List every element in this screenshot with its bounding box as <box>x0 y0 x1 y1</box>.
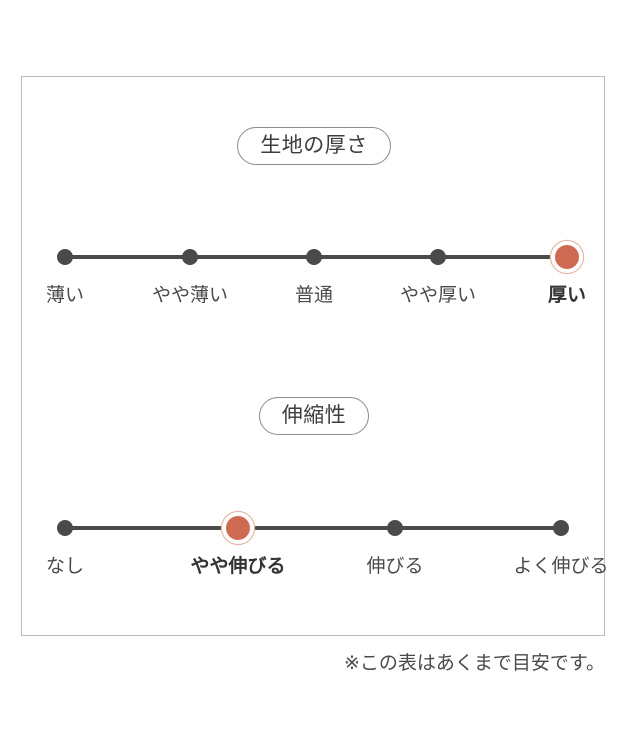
scale-label-thickness-3: 普通 <box>294 284 334 306</box>
scale-dot-thickness-3[interactable] <box>306 249 322 265</box>
scale-dot-thickness-4[interactable] <box>430 249 446 265</box>
scale-dot-stretch-1[interactable] <box>57 520 73 536</box>
scale-labels-thickness: 薄い やや薄い 普通 やや厚い 厚い <box>22 284 606 314</box>
scale-label-thickness-4: やや厚い <box>399 284 477 306</box>
scale-dot-thickness-5-active[interactable] <box>555 245 579 269</box>
scale-thickness: 薄い やや薄い 普通 やや厚い 厚い <box>22 202 606 312</box>
scale-label-thickness-1: 薄い <box>45 284 85 306</box>
scale-dots-stretch <box>22 473 606 583</box>
scale-label-stretch-2-active: やや伸びる <box>190 555 286 577</box>
scale-label-thickness-2: やや薄い <box>151 284 229 306</box>
scale-track-stretch <box>65 526 561 530</box>
scale-dot-stretch-2-active[interactable] <box>226 516 250 540</box>
scale-label-stretch-4: よく伸びる <box>513 555 609 577</box>
scale-stretch: なし やや伸びる 伸びる よく伸びる <box>22 473 609 585</box>
badge-stretch: 伸縮性 <box>258 397 370 436</box>
scale-dot-stretch-4[interactable] <box>553 520 569 536</box>
scale-dot-stretch-3[interactable] <box>387 520 403 536</box>
spec-chart-frame: 生地の厚さ 薄い やや薄い 普通 やや厚い 厚い 伸縮性 <box>21 76 609 636</box>
footnote: ※この表はあくまで目安です。 <box>343 652 605 674</box>
scale-labels-stretch: なし やや伸びる 伸びる よく伸びる <box>22 555 609 585</box>
scale-label-stretch-1: なし <box>45 555 85 577</box>
scale-label-thickness-5-active: 厚い <box>547 284 587 306</box>
scale-dot-thickness-2[interactable] <box>182 249 198 265</box>
scale-dot-thickness-1[interactable] <box>57 249 73 265</box>
scale-dots-thickness <box>22 202 606 312</box>
badge-row-thickness: 生地の厚さ <box>22 127 606 166</box>
scale-label-stretch-3: 伸びる <box>366 555 424 577</box>
badge-thickness: 生地の厚さ <box>237 127 391 166</box>
badge-row-stretch: 伸縮性 <box>22 397 606 436</box>
